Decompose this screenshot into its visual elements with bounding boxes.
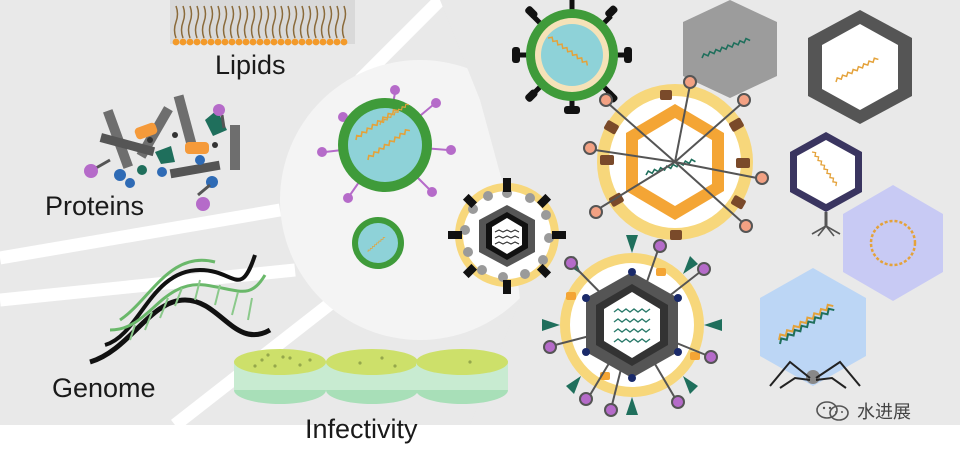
petri-dish-2 bbox=[326, 349, 418, 404]
petri-dish-1 bbox=[234, 349, 326, 404]
watermark-text: 水进展 bbox=[857, 402, 911, 423]
proteins-cluster bbox=[84, 94, 240, 211]
tailed-phage-small bbox=[790, 132, 862, 237]
label-genome: Genome bbox=[52, 373, 156, 403]
central-enveloped-virus bbox=[317, 85, 456, 203]
beaded-hex-virus bbox=[448, 178, 566, 294]
lavender-hexagonal-capsid bbox=[843, 185, 943, 301]
label-infectivity: Infectivity bbox=[305, 414, 418, 444]
lipid-bilayer bbox=[170, 0, 355, 46]
label-proteins: Proteins bbox=[45, 191, 145, 221]
petri-dishes bbox=[234, 349, 508, 404]
tailed-phage-large bbox=[760, 268, 866, 389]
large-enveloped-hex-virus bbox=[583, 75, 769, 240]
bottom-strip bbox=[0, 425, 960, 450]
wechat-icon bbox=[816, 401, 849, 421]
spiked-enveloped-virus bbox=[512, 0, 632, 114]
finned-enveloped-hex-virus bbox=[542, 235, 722, 417]
small-capsid-virus bbox=[352, 217, 404, 269]
watermark: 水进展 bbox=[815, 398, 911, 424]
petri-dish-3 bbox=[416, 349, 508, 404]
label-lipids: Lipids bbox=[215, 50, 286, 80]
gray-hexagonal-capsid bbox=[683, 0, 777, 98]
dark-hexagonal-capsid bbox=[808, 10, 912, 124]
genome-helix bbox=[89, 254, 272, 365]
